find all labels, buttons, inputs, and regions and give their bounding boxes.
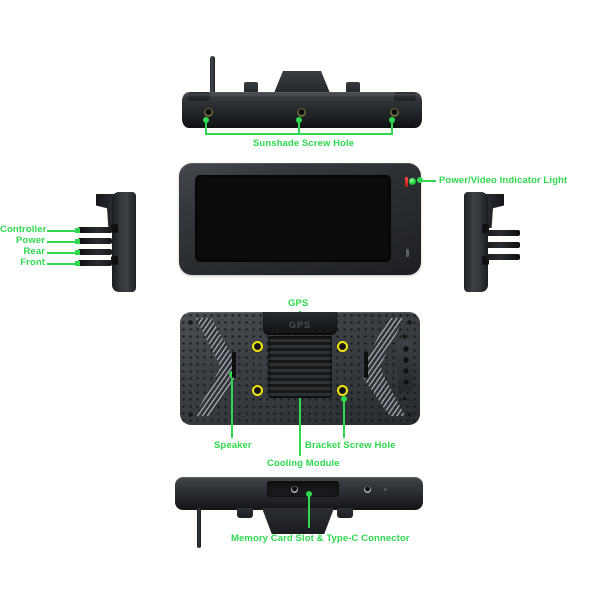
led-red-indicator (405, 177, 408, 187)
leader-line-speaker (231, 374, 233, 438)
leader-line-power (47, 241, 77, 243)
top-tab-right (394, 92, 416, 101)
callout-front: Front (20, 257, 45, 268)
back-corner-screw-tr (407, 320, 412, 325)
callout-cooling-module: Cooling Module (267, 458, 340, 469)
leader-line-memory-card (308, 494, 310, 528)
power-cable (197, 508, 201, 548)
right-side-body (464, 192, 488, 292)
led-green-indicator (409, 178, 416, 185)
callout-speaker: Speaker (214, 440, 252, 451)
callout-bracket-screw-hole: Bracket Screw Hole (305, 440, 396, 451)
connector-controller (78, 227, 112, 233)
callout-power-video-indicator: Power/Video Indicator Light (439, 175, 568, 186)
gps-module: GPS (263, 312, 337, 335)
callout-controller: Controller (0, 224, 47, 235)
leader-line-bracket (343, 399, 345, 438)
bottom-pin-hole (384, 488, 387, 491)
callout-sunshade-screw-hole: Sunshade Screw Hole (253, 138, 355, 149)
speaker-left (232, 352, 236, 378)
leader-line-controller (47, 230, 77, 232)
front-view-group (179, 163, 421, 275)
leader-line-indicator (420, 180, 436, 182)
bracket-screw-hole-tr (337, 341, 348, 352)
leader-line-sunshade-1 (205, 120, 207, 135)
callout-gps: GPS (288, 298, 309, 309)
left-port-1 (111, 224, 118, 233)
leader-line-sunshade-3 (391, 120, 393, 135)
leader-dot-front (75, 261, 80, 266)
right-connector-3 (486, 254, 520, 260)
top-mount-block (274, 71, 330, 93)
callout-rear: Rear (23, 246, 45, 257)
sunshade-screw-hole-3 (390, 108, 399, 117)
back-side-screw-top (402, 334, 407, 339)
front-view-body (179, 163, 421, 275)
sunshade-screw-hole-2 (297, 108, 306, 117)
top-nub-left (244, 82, 258, 93)
leader-line-front (47, 263, 77, 265)
right-port-1 (482, 224, 489, 233)
top-tab-left (188, 92, 210, 101)
top-view-body (182, 92, 422, 128)
bottom-view-group (175, 477, 423, 548)
right-connector-2 (486, 242, 520, 248)
bracket-screw-hole-tl (252, 341, 263, 352)
right-side-view-group (464, 192, 520, 292)
gps-module-label: GPS (288, 320, 311, 330)
left-side-view-group (78, 192, 136, 292)
memory-card-typec-slot (267, 481, 339, 497)
bracket-screw-hole-bl (252, 385, 263, 396)
bottom-screw-right (364, 486, 371, 493)
leader-line-sunshade-bus (205, 133, 393, 135)
back-side-screw-bottom (402, 396, 407, 401)
leader-line-cooling (299, 393, 301, 456)
callout-power: Power (15, 235, 45, 246)
back-port-dot-4 (402, 379, 409, 385)
top-nub-right (346, 82, 360, 93)
bottom-tab-left (237, 508, 253, 518)
leader-line-sunshade-2 (298, 120, 300, 135)
cooling-module (268, 336, 332, 398)
back-corner-screw-br (407, 412, 412, 417)
back-port-dot-2 (402, 357, 409, 363)
bracket-screw-hole-br (337, 385, 348, 396)
leader-dot-power (75, 239, 80, 244)
connector-front (78, 260, 112, 266)
callout-memory-card-typec: Memory Card Slot & Type-C Connector (231, 533, 410, 544)
left-port-2 (111, 256, 118, 265)
leader-dot-controller (75, 228, 80, 233)
sunshade-screw-hole-1 (204, 108, 213, 117)
right-connector-1 (486, 230, 520, 236)
bottom-view-body (175, 477, 423, 510)
bottom-mount-block (261, 508, 335, 534)
back-port-dot-1 (402, 346, 409, 352)
bottom-tab-right (337, 508, 353, 518)
connector-rear (78, 249, 112, 255)
bottom-screw-left (291, 486, 298, 493)
leader-line-rear (47, 252, 77, 254)
antenna (210, 56, 215, 96)
back-side-port-strip (398, 340, 413, 392)
display-screen (195, 175, 391, 262)
connector-power (78, 238, 112, 244)
left-side-body (112, 192, 136, 292)
leader-dot-rear (75, 250, 80, 255)
top-view-group (182, 56, 422, 128)
back-port-dot-3 (402, 368, 409, 374)
back-corner-screw-bl (188, 412, 193, 417)
back-corner-screw-tl (188, 320, 193, 325)
microphone-slot (406, 249, 409, 257)
speaker-right (364, 352, 368, 378)
right-port-2 (482, 256, 489, 265)
